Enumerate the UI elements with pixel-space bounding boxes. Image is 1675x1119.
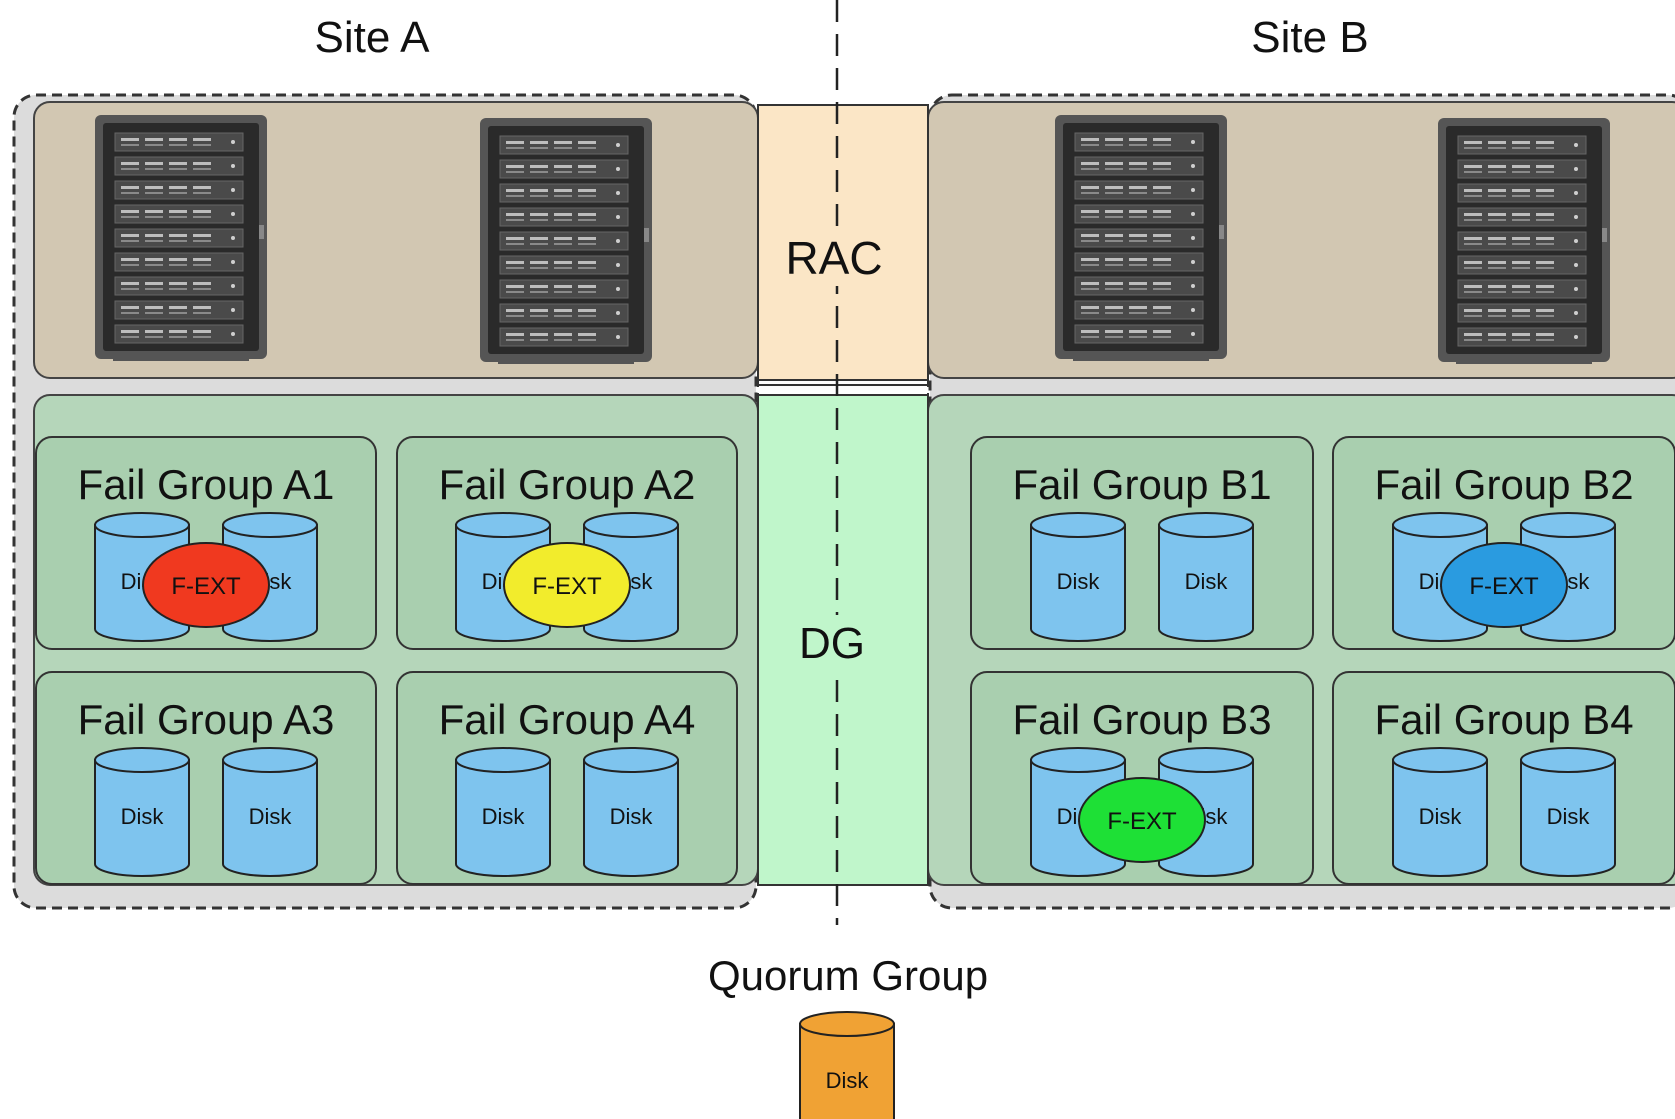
disk-label: Disk [482, 804, 526, 829]
quorum-group-label: Quorum Group [708, 952, 988, 999]
dg-label: DG [799, 619, 865, 668]
disk-icon: Disk [1158, 512, 1254, 642]
site-a-title: Site A [315, 13, 431, 62]
f-ext-badge: F-EXT [1078, 777, 1206, 863]
disk-icon: Disk [94, 747, 190, 877]
fail-group-b4: Fail Group B4 Disk Disk [1332, 671, 1675, 885]
f-ext-label: F-EXT [171, 573, 241, 600]
f-ext-label: F-EXT [1107, 808, 1177, 835]
disk-icon: Disk [1392, 747, 1488, 877]
disk-label: Disk [1419, 804, 1463, 829]
disk-label: Disk [610, 804, 654, 829]
disk-icon: Disk [455, 747, 551, 877]
disk-icon: Disk [222, 747, 318, 877]
fail-group-title: Fail Group B2 [1374, 461, 1633, 508]
disk-icon: Disk [1520, 747, 1616, 877]
fail-group-title: Fail Group A3 [78, 696, 335, 743]
f-ext-label: F-EXT [532, 573, 602, 600]
fail-group-title: Fail Group A1 [78, 461, 335, 508]
disk-icon: Disk [1030, 512, 1126, 642]
f-ext-badge: F-EXT [503, 542, 631, 628]
rac-label: RAC [785, 232, 882, 284]
disk-label: Disk [1185, 569, 1229, 594]
site-b-title: Site B [1251, 13, 1368, 62]
f-ext-badge: F-EXT [142, 542, 270, 628]
disk-label: Disk [1547, 804, 1591, 829]
fail-group-title: Fail Group B1 [1012, 461, 1271, 508]
quorum-disk: Disk [799, 1011, 895, 1119]
fail-group-title: Fail Group A4 [439, 696, 696, 743]
disk-label: Disk [249, 804, 293, 829]
disk-label: Disk [826, 1068, 870, 1093]
server-rack-icon [1055, 115, 1227, 361]
disk-label: Disk [121, 804, 165, 829]
server-racks [95, 115, 1610, 364]
fail-group-b1: Fail Group B1 Disk Disk [970, 436, 1314, 650]
disk-icon: Disk [583, 747, 679, 877]
server-rack-icon [480, 118, 652, 364]
fail-group-a3: Fail Group A3 Disk Disk [35, 671, 377, 885]
f-ext-label: F-EXT [1469, 573, 1539, 600]
f-ext-badge: F-EXT [1440, 542, 1568, 628]
server-rack-icon [95, 115, 267, 361]
fail-group-title: Fail Group A2 [439, 461, 696, 508]
disk-label: Disk [1057, 569, 1101, 594]
fail-group-title: Fail Group B3 [1012, 696, 1271, 743]
fail-group-title: Fail Group B4 [1374, 696, 1633, 743]
server-rack-icon [1438, 118, 1610, 364]
disk-icon: Disk [799, 1011, 895, 1119]
fail-group-a4: Fail Group A4 Disk Disk [396, 671, 738, 885]
